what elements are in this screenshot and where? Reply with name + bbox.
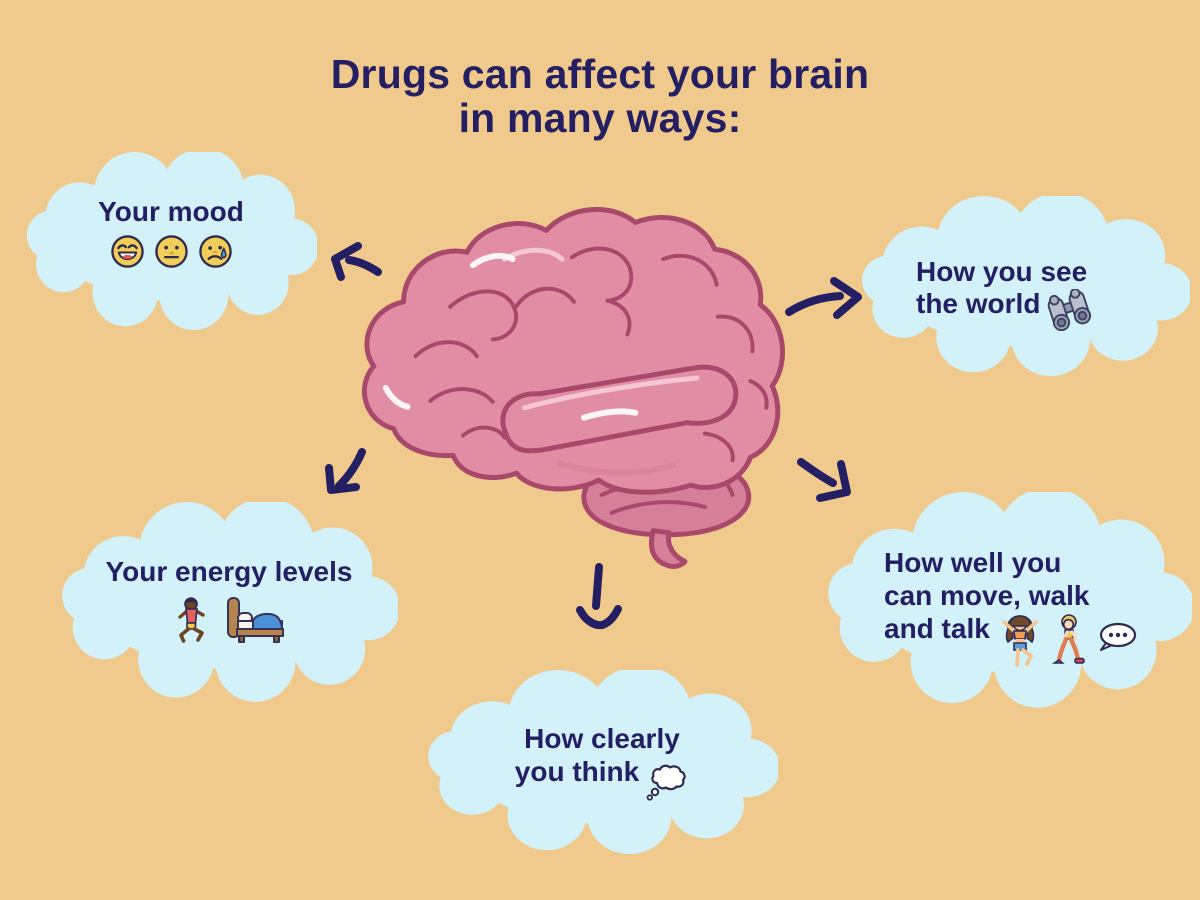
bubble-move-line1: How well you bbox=[884, 547, 1062, 578]
bubble-think-line1: How clearly bbox=[524, 723, 680, 754]
bubble-mood-label: Your mood bbox=[98, 196, 244, 227]
cloud-shape bbox=[26, 152, 317, 331]
brain-illustration bbox=[362, 207, 786, 570]
running-person-icon bbox=[177, 596, 205, 643]
neutral-face-icon bbox=[154, 235, 188, 268]
page-title: Drugs can affect your brain in many ways… bbox=[0, 52, 1200, 140]
title-line-2: in many ways: bbox=[458, 95, 742, 141]
bubble-energy-levels: Your energy levels bbox=[60, 502, 398, 704]
binoculars-icon bbox=[1048, 288, 1092, 331]
bubble-see-world: How you see the world bbox=[860, 196, 1190, 378]
walking-woman-icon bbox=[1051, 614, 1085, 664]
cerebrum bbox=[362, 207, 786, 495]
bubble-think-clearly: How clearly you think bbox=[426, 670, 778, 856]
dancing-woman-icon bbox=[1002, 615, 1038, 667]
thought-balloon-icon bbox=[646, 764, 686, 801]
crying-face-icon bbox=[198, 235, 232, 268]
bubble-see-world-line2: the world bbox=[916, 288, 1041, 319]
title-line-1: Drugs can affect your brain bbox=[330, 51, 870, 97]
bubble-think-line2: you think bbox=[514, 756, 640, 787]
cloud-shape bbox=[428, 670, 778, 855]
bubble-see-world-line1: How you see bbox=[916, 255, 1088, 287]
brain-stem bbox=[648, 528, 688, 570]
bubble-your-mood: Your mood bbox=[25, 152, 317, 332]
bed-icon bbox=[226, 596, 284, 643]
bubble-move-line2: can move, walk bbox=[884, 580, 1090, 611]
bubble-move-line3: and talk bbox=[884, 612, 990, 644]
bubble-move-walk-talk: How well you can move, walk and talk bbox=[826, 492, 1192, 710]
speech-balloon-icon bbox=[1099, 622, 1136, 651]
bubble-energy-label: Your energy levels bbox=[105, 555, 353, 587]
grinning-face-icon bbox=[110, 235, 144, 268]
arrow-to-see-world-icon bbox=[785, 277, 862, 319]
cloud-shape bbox=[828, 492, 1192, 708]
